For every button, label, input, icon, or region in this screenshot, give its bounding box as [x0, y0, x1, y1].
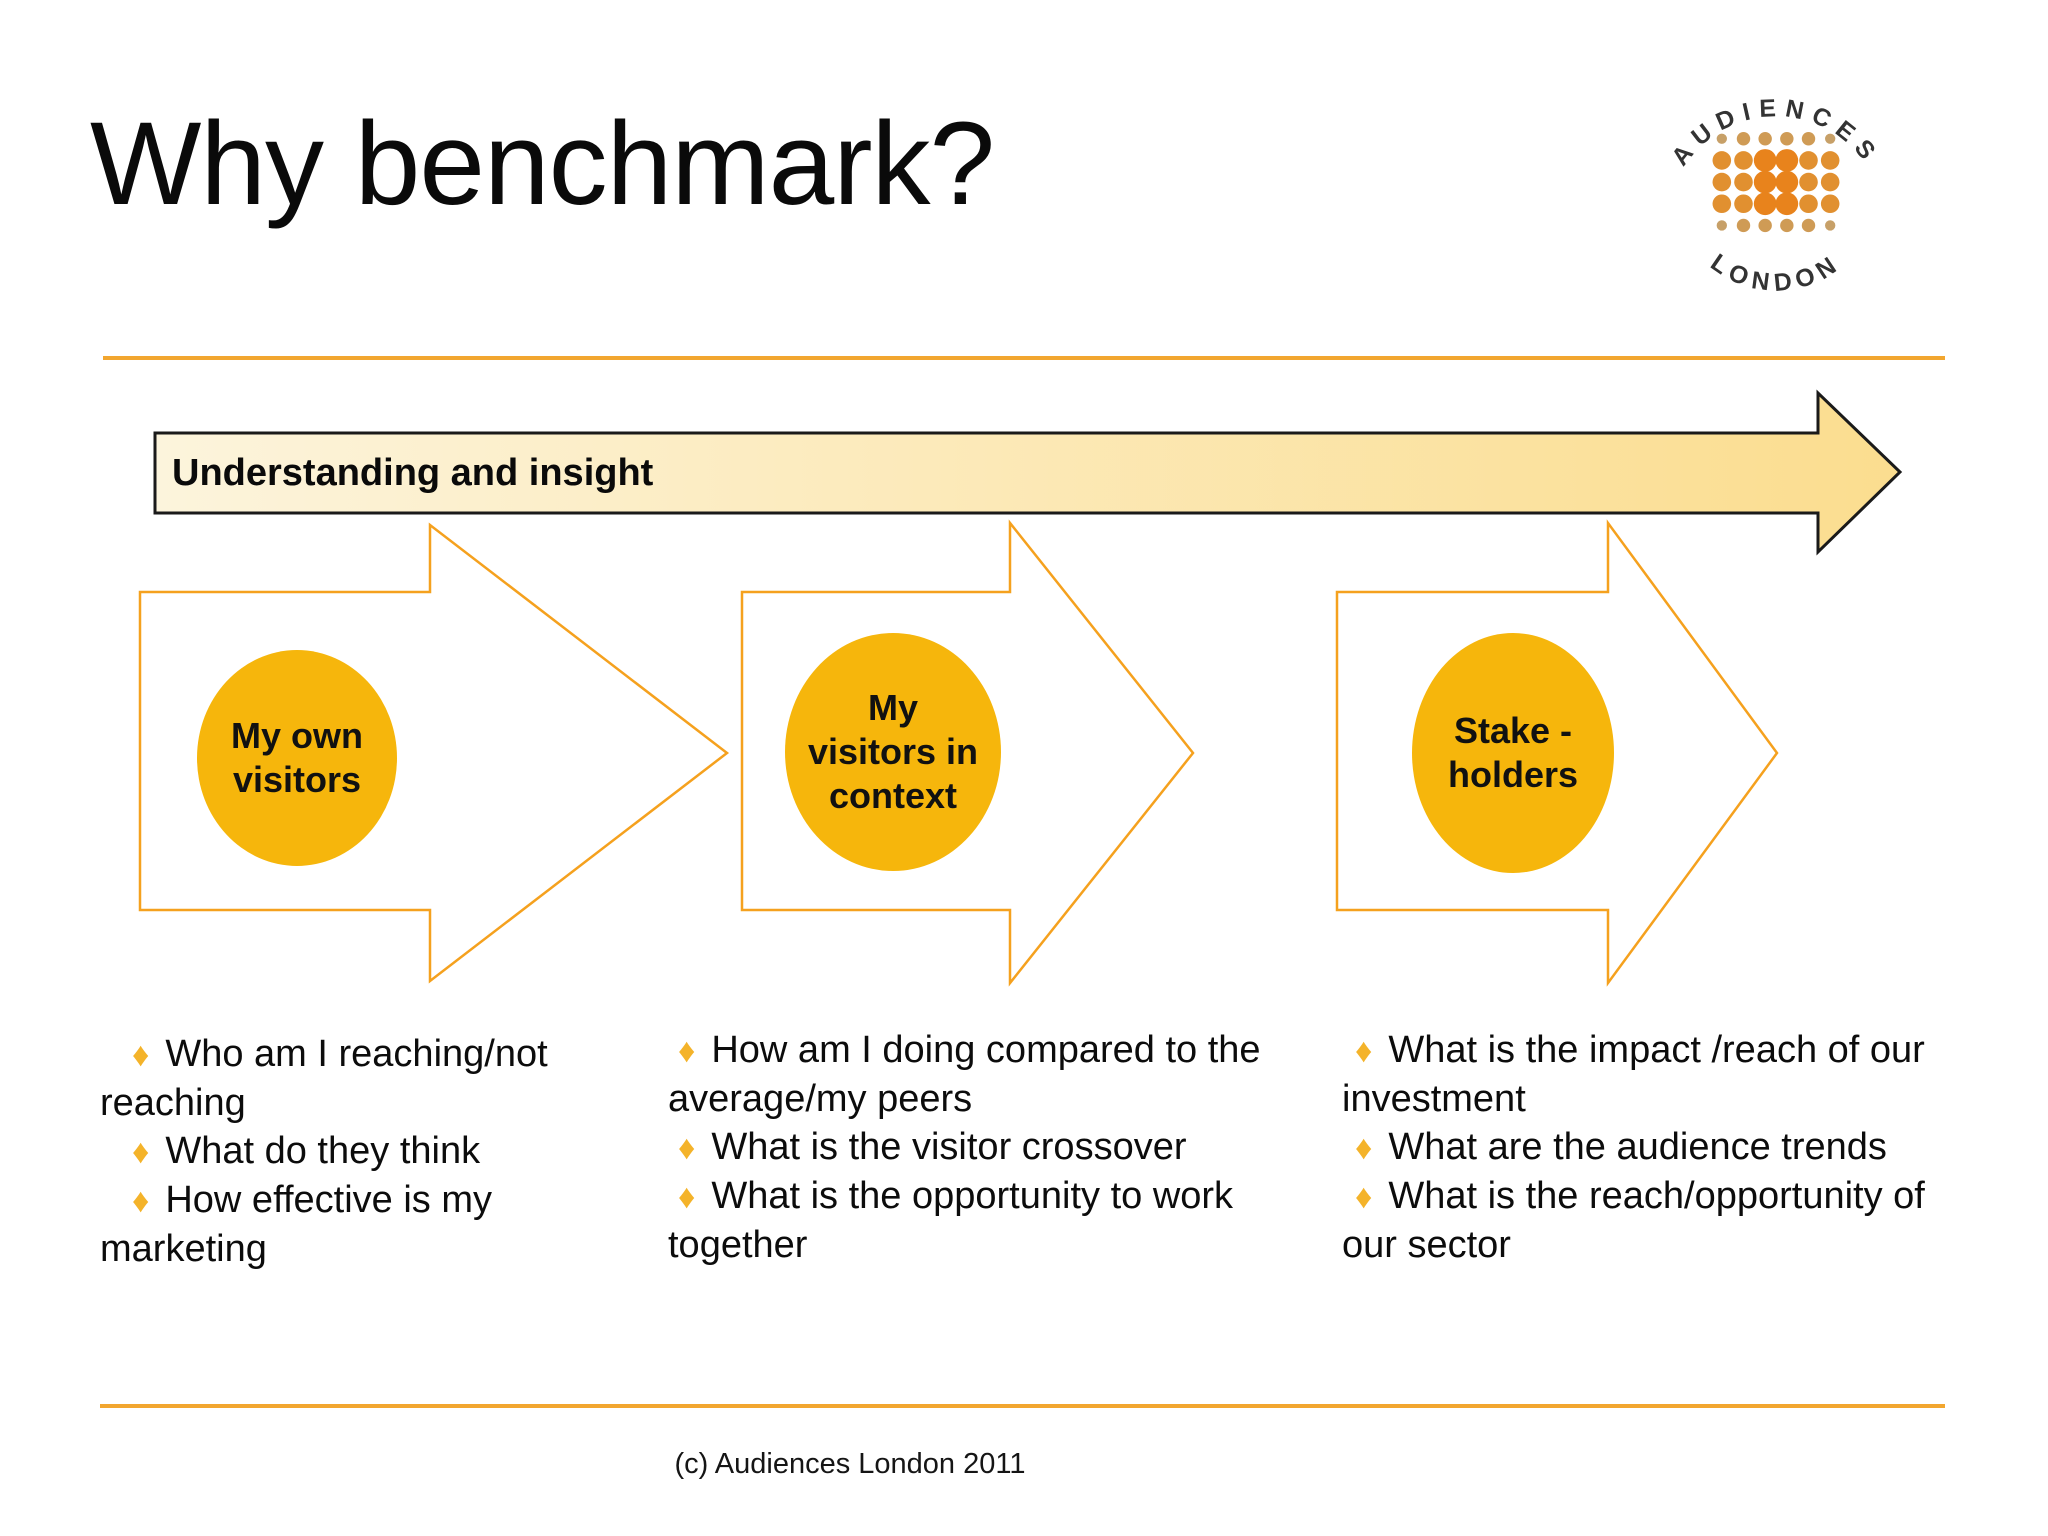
diamond-bullet-icon: ♦: [1355, 1178, 1373, 1216]
diamond-bullet-icon: ♦: [1355, 1032, 1373, 1070]
bullet-item: ♦ What do they think: [100, 1127, 600, 1176]
top-divider-rule: [103, 356, 1945, 360]
bullet-text: How am I doing compared to the average/m…: [668, 1029, 1261, 1120]
bullet-text: What is the visitor crossover: [711, 1126, 1187, 1168]
stage-circle-stakeholders: Stake - holders: [1412, 633, 1614, 873]
page-title: Why benchmark?: [90, 98, 995, 230]
audiences-london-logo: AUDIENCES LONDON: [1667, 95, 1877, 297]
diamond-bullet-icon: ♦: [132, 1133, 150, 1171]
diamond-bullet-icon: ♦: [132, 1036, 150, 1074]
stage-circle-label: My own visitors: [231, 715, 363, 800]
stage-bullets-2: ♦How am I doing compared to the average/…: [668, 1026, 1318, 1269]
bullet-item: ♦How effective is my marketing: [100, 1176, 600, 1273]
stage-circle-my-own-visitors: My own visitors: [197, 650, 397, 866]
bullet-text: What is the opportunity to work together: [668, 1175, 1234, 1266]
diamond-bullet-icon: ♦: [678, 1032, 696, 1070]
stage-bullets-1: ♦Who am I reaching/not reaching ♦What do…: [100, 1030, 600, 1273]
bullet-text: Who am I reaching/not reaching: [100, 1033, 548, 1124]
bullet-item: ♦Who am I reaching/not reaching: [100, 1030, 600, 1127]
bullet-text: What is the impact /reach of our investm…: [1342, 1029, 1925, 1120]
bullet-text: How effective is my marketing: [100, 1179, 492, 1270]
bullet-item: ♦ What are the audience trends: [1342, 1123, 1942, 1172]
copyright-footer: (c) Audiences London 2011: [674, 1448, 1026, 1480]
bullet-text: What do they think: [165, 1130, 481, 1172]
bullet-text: What is the reach/opportunity of our sec…: [1342, 1175, 1925, 1266]
banner-label: Understanding and insight: [172, 452, 654, 494]
bullet-item: ♦What is the reach/opportunity of our se…: [1342, 1172, 1942, 1269]
stage-bullets-3: ♦What is the impact /reach of our invest…: [1342, 1026, 1942, 1269]
stage-circle-my-visitors-in-context: My visitors in context: [785, 633, 1001, 871]
stage-circle-label: Stake - holders: [1447, 710, 1579, 795]
diamond-bullet-icon: ♦: [678, 1178, 696, 1216]
bullet-item: ♦What is the opportunity to work togethe…: [668, 1172, 1318, 1269]
logo-arc-bottom-text: LONDON: [1706, 249, 1847, 297]
bullet-item: ♦ What is the visitor crossover: [668, 1123, 1318, 1172]
bullet-item: ♦How am I doing compared to the average/…: [668, 1026, 1318, 1123]
stage-circle-label: My visitors in context: [807, 687, 979, 816]
diamond-bullet-icon: ♦: [132, 1182, 150, 1220]
diamond-bullet-icon: ♦: [1355, 1129, 1373, 1167]
bottom-divider-rule: [100, 1404, 1945, 1408]
logo-dot-grid: [1712, 132, 1840, 233]
bullet-text: What are the audience trends: [1388, 1126, 1887, 1168]
diamond-bullet-icon: ♦: [678, 1129, 696, 1167]
bullet-item: ♦What is the impact /reach of our invest…: [1342, 1026, 1942, 1123]
